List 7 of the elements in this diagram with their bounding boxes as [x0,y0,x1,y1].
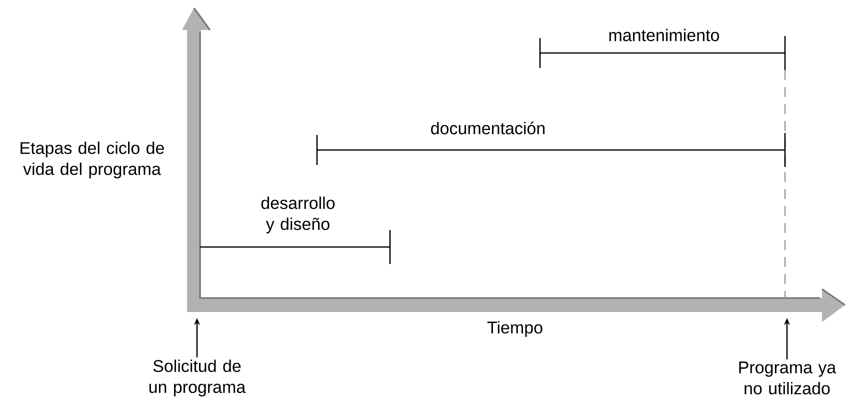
axis-label: Tiempo [487,321,542,337]
phase-label: mantenimiento [609,28,720,42]
axis-label: Etapas del ciclo de vida del programa [20,142,164,178]
phase-label: documentación [431,122,545,134]
event-label: Programa ya no utilizado [739,362,836,394]
event-label: Solicitud de un programa [149,360,246,396]
phase-label: desarrollo y diseño [261,196,335,234]
